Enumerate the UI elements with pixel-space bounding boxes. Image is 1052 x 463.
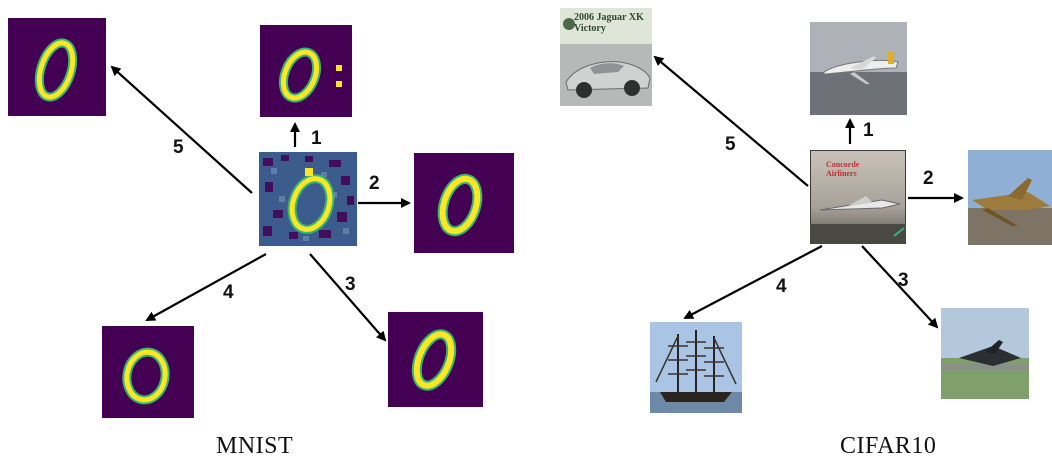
mnist-edge-label-4: 4 (223, 282, 234, 303)
cifar-neighbor-5-image: 2006 Jaguar XK Victory (560, 8, 652, 106)
digit-zero-icon (8, 18, 106, 116)
cifar-neighbor-4-image (650, 322, 742, 413)
book-cover-title: Concorde Airliners (826, 160, 860, 178)
mnist-panel: 1 2 3 4 5 MNIST (0, 0, 520, 463)
mnist-center-image (259, 152, 357, 246)
tall-ship-photo-icon (650, 322, 742, 413)
fighter-jet-photo-icon (968, 150, 1052, 245)
mnist-arrow-5 (110, 65, 253, 194)
mnist-arrow-4 (145, 253, 267, 321)
mnist-edge-label-2: 2 (369, 173, 380, 194)
mnist-neighbor-2-image (414, 153, 514, 253)
cifar-neighbor-3-image (941, 308, 1029, 399)
digit-zero-icon (414, 153, 514, 253)
cifar-arrow-5 (653, 55, 809, 187)
cifar-neighbor-1-image (810, 22, 907, 115)
cifar10-caption: CIFAR10 (840, 433, 937, 459)
mnist-neighbor-3-image (388, 312, 483, 407)
mnist-edge-label-5: 5 (173, 137, 184, 158)
cifar-arrow-3 (861, 245, 939, 329)
jaguar-car-photo-icon (560, 8, 652, 106)
cifar-arrow-4 (683, 245, 823, 319)
digit-zero-icon (388, 312, 483, 407)
cifar-edge-label-3: 3 (898, 270, 909, 291)
mnist-neighbor-4-image (102, 326, 194, 418)
cifar-edge-label-4: 4 (776, 276, 787, 297)
cifar-center-image: Concorde Airliners (810, 150, 906, 244)
mnist-arrow-3 (309, 253, 387, 342)
cifar-edge-label-1: 1 (863, 120, 874, 141)
mnist-neighbor-1-image (260, 25, 352, 117)
concorde-book-icon (810, 150, 906, 244)
noisy-digit-zero-icon (259, 152, 357, 246)
airplane-photo-icon (810, 22, 907, 115)
digit-zero-icon (260, 25, 352, 117)
mnist-edge-label-1: 1 (311, 128, 322, 149)
cifar-edge-label-5: 5 (725, 134, 736, 155)
mnist-edge-label-3: 3 (345, 274, 356, 295)
mnist-neighbor-5-image (8, 18, 106, 116)
digit-zero-icon (102, 326, 194, 418)
mnist-caption: MNIST (216, 433, 294, 459)
cifar-neighbor-2-image (968, 150, 1052, 245)
cifar10-panel: Concorde Airliners (520, 0, 1052, 463)
car-ad-title: 2006 Jaguar XK Victory (574, 12, 644, 34)
cifar-edge-label-2: 2 (923, 168, 934, 189)
stealth-jet-photo-icon (941, 308, 1029, 399)
